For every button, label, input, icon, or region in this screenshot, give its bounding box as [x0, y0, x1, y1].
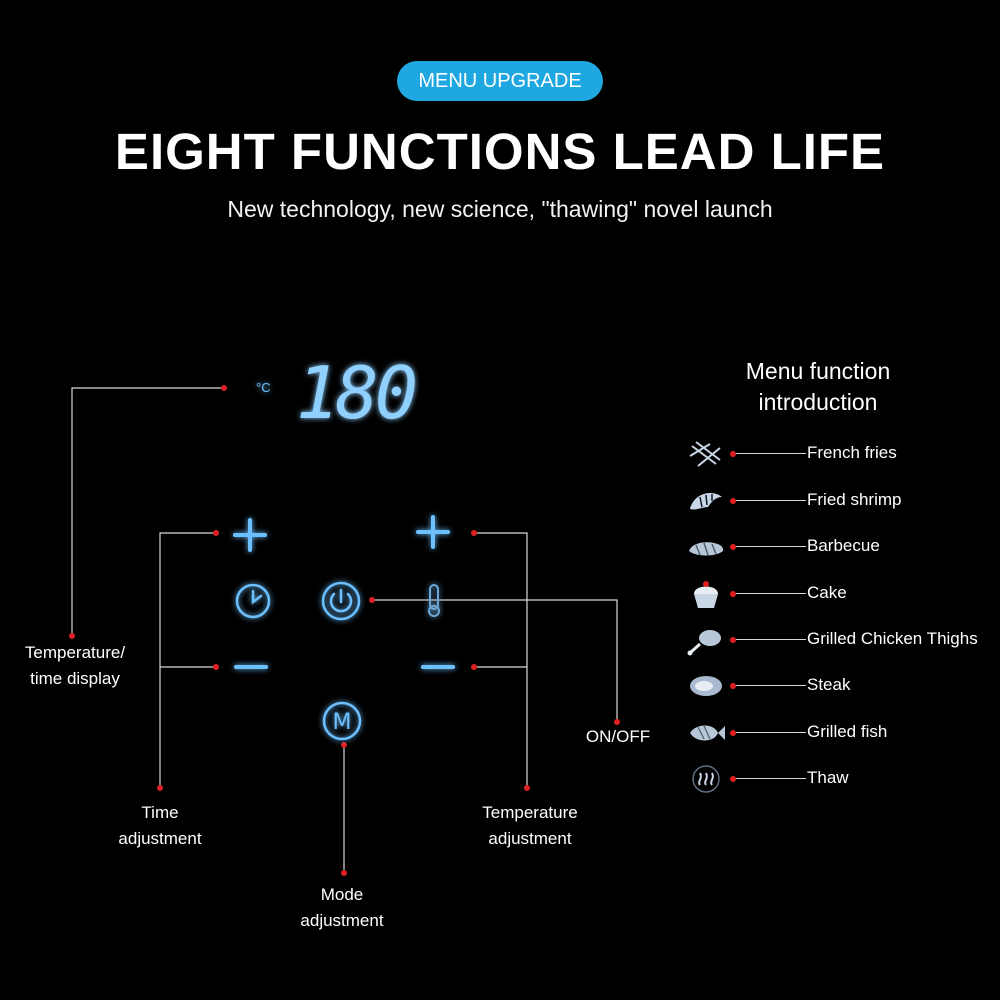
menu-item-grilled-fish: Grilled fish [686, 713, 1000, 753]
french-fries-icon [689, 441, 721, 467]
power-button[interactable] [321, 581, 361, 621]
on-off-label: ON/OFF [585, 727, 651, 746]
menu-item-label: Cake [807, 583, 847, 602]
thermometer-icon [428, 584, 440, 617]
cake-icon [694, 581, 718, 608]
menu-item-grilled-chicken-thighs: Grilled Chicken Thighs [686, 620, 1000, 660]
shrimp-icon [690, 493, 722, 510]
menu-item-label: Thaw [807, 768, 849, 787]
temperature-readout: 180 [296, 351, 415, 435]
steak-icon [690, 676, 722, 696]
page-title: EIGHT FUNCTIONS LEAD LIFE [114, 123, 886, 180]
celsius-unit: °C [256, 380, 271, 395]
menu-item-cake: Cake [686, 574, 1000, 614]
temperature-time-display-label: Temperature/time display [24, 643, 126, 688]
fish-icon [690, 725, 725, 741]
barbecue-icon [689, 542, 724, 556]
leader-dots [69, 385, 620, 876]
menu-item-label: Fried shrimp [807, 490, 902, 509]
mode-button[interactable]: M [322, 701, 362, 741]
clock-icon [235, 583, 271, 619]
menu-item-french-fries: French fries [686, 434, 1000, 474]
menu-item-label: Grilled fish [807, 722, 888, 741]
menu-item-label: Barbecue [807, 536, 880, 555]
time-plus-button[interactable] [233, 518, 267, 552]
menu-item-barbecue: Barbecue [686, 527, 1000, 567]
menu-item-label: Steak [807, 675, 851, 694]
svg-text:M: M [333, 710, 352, 735]
temperature-plus-button[interactable] [416, 515, 450, 549]
menu-item-steak: Steak [686, 666, 1000, 706]
page-subtitle: New technology, new science, "thawing" n… [227, 196, 773, 222]
menu-item-label: French fries [807, 443, 897, 462]
menu-upgrade-badge: MENU UPGRADE [397, 61, 603, 101]
menu-item-label: Grilled Chicken Thighs [807, 629, 978, 648]
menu-item-thaw: Thaw [686, 759, 1000, 799]
chicken-thigh-icon [687, 630, 721, 656]
leader-lines [71, 387, 618, 873]
thaw-icon [692, 765, 720, 793]
menu-item-fried-shrimp: Fried shrimp [686, 481, 1000, 521]
